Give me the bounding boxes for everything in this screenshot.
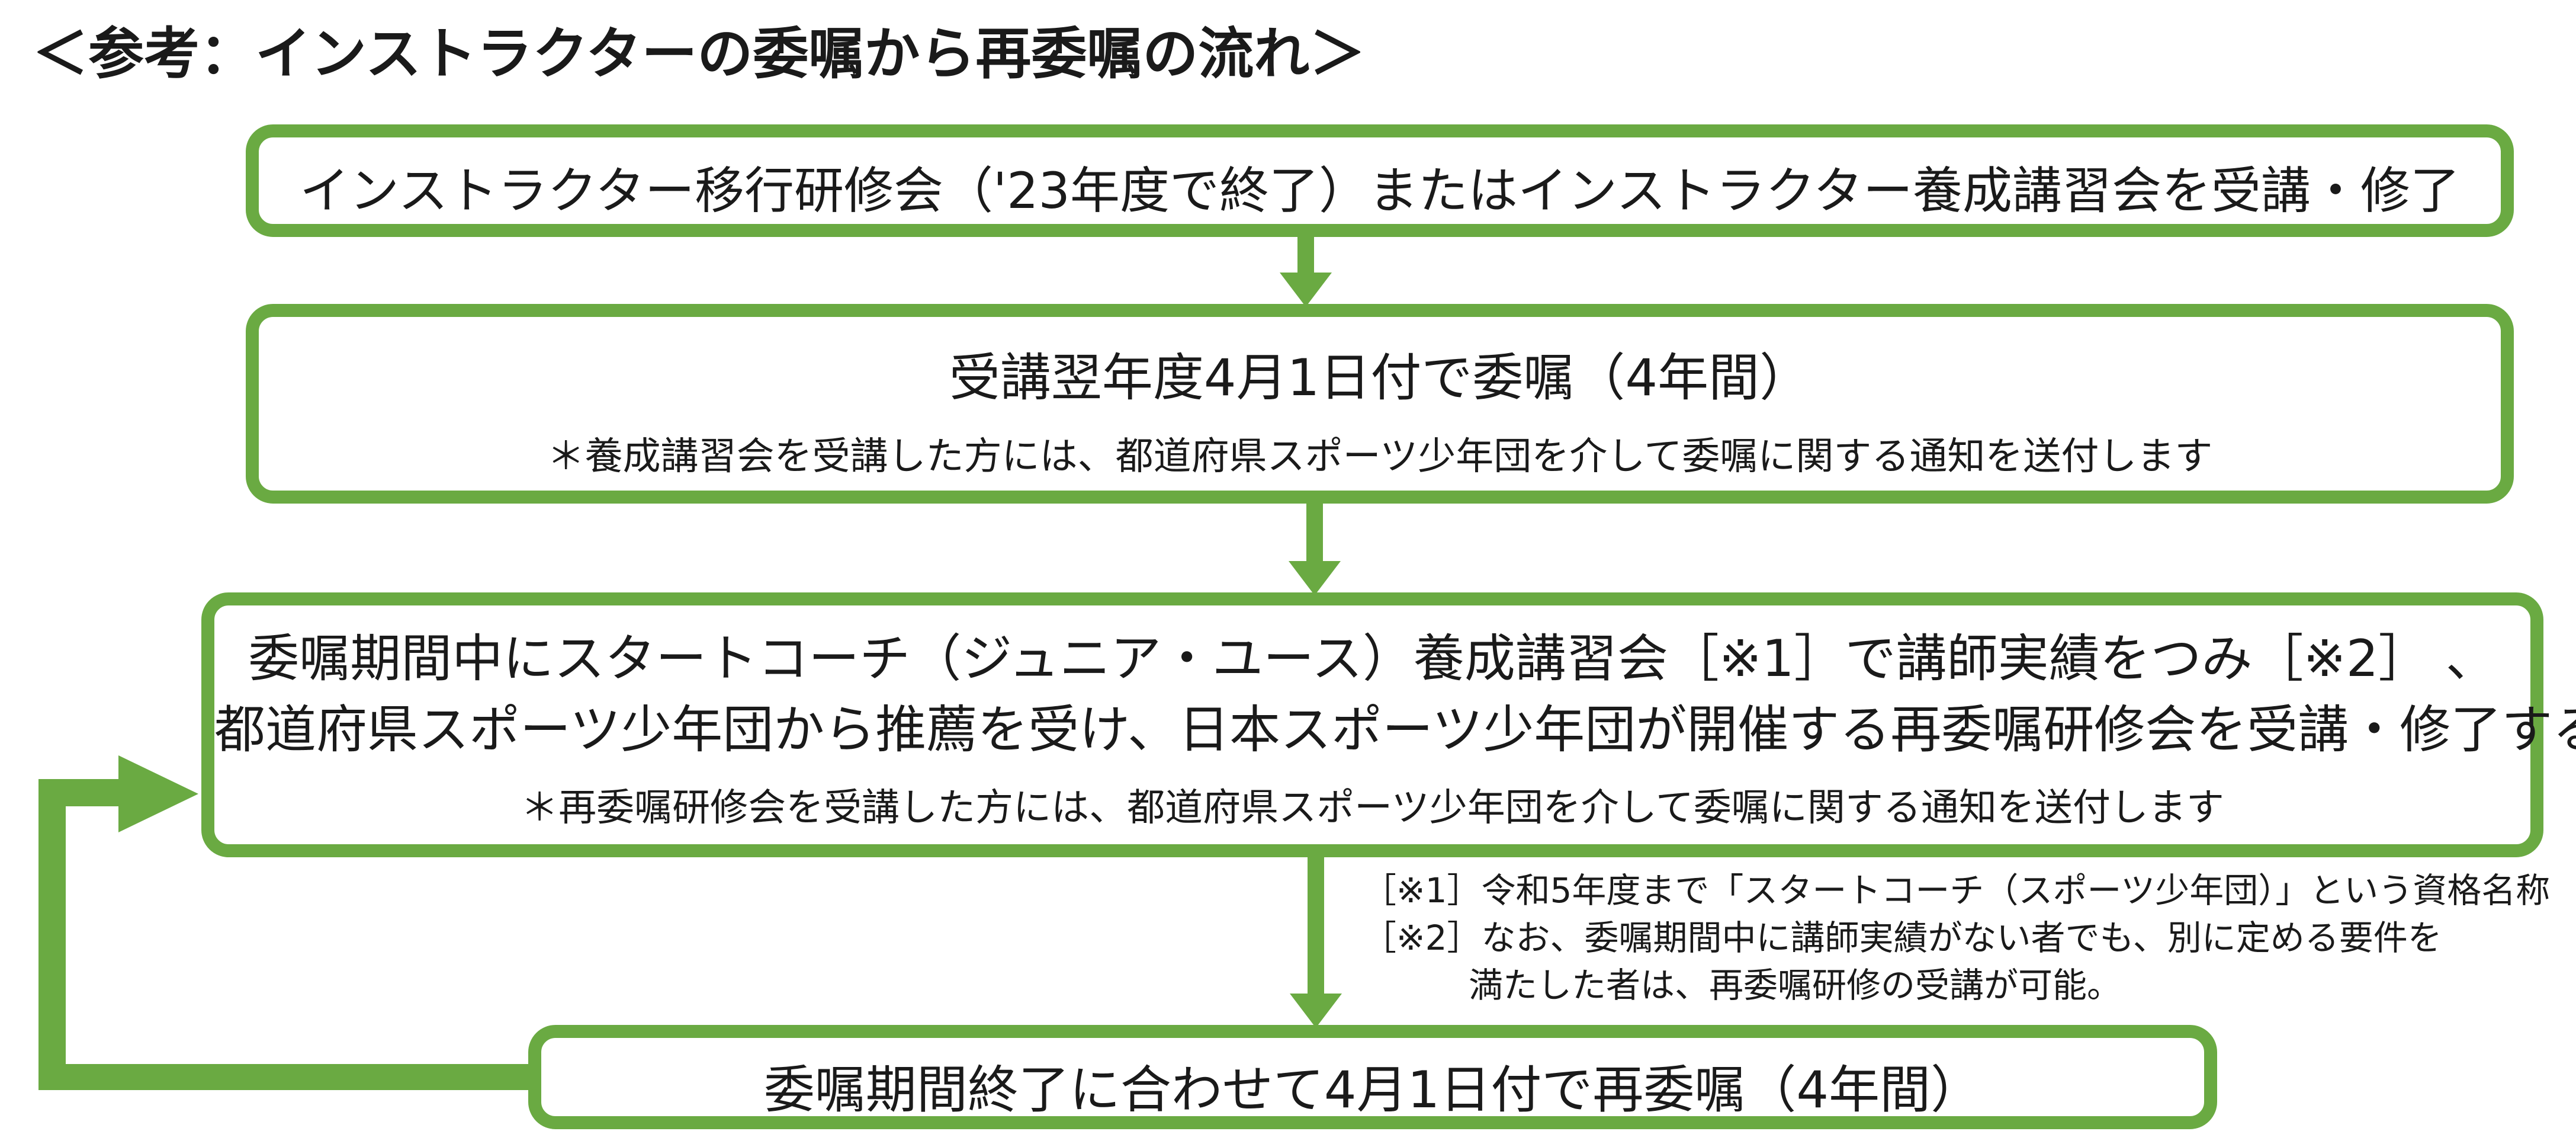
- step-2-text: 受講翌年度4月1日付で委嘱（4年間）: [949, 348, 1811, 408]
- step-4-box: 委嘱期間終了に合わせて4月1日付で再委嘱（4年間）: [528, 1025, 2217, 1129]
- page-title: ＜参考：インストラクターの委嘱から再委嘱の流れ＞: [33, 22, 1366, 86]
- arrow-step-3-to-4: [1290, 854, 1342, 1028]
- step-2-note: ＊養成講習会を受講した方には、都道府県スポーツ少年団を介して委嘱に関する通知を送…: [547, 435, 2213, 479]
- step-1-box: インストラクター移行研修会（'23年度で終了）またはインストラクター養成講習会を…: [246, 124, 2514, 237]
- arrow-step-2-to-3: [1289, 501, 1341, 595]
- step-3-text-line-1: 委嘱期間中にスタートコーチ（ジュニア・ユース）養成講習会［※1］で講師実績をつみ…: [248, 629, 2497, 688]
- step-3-text-line-2: 都道府県スポーツ少年団から推薦を受け、日本スポーツ少年団が開催する再委嘱研修会を…: [214, 700, 2576, 760]
- loop-back-arrow: [38, 755, 533, 1090]
- footnotes: ［※1］令和5年度まで「スタートコーチ（スポーツ少年団）」という資格名称 ［※2…: [1362, 868, 2570, 1016]
- step-3-box: 委嘱期間中にスタートコーチ（ジュニア・ユース）養成講習会［※1］で講師実績をつみ…: [201, 592, 2576, 857]
- footnote-2-continued: 満たした者は、再委嘱研修の受講が可能。: [1469, 965, 2122, 1005]
- footnote-2: ［※2］なお、委嘱期間中に講師実績がない者でも、別に定める要件を: [1362, 918, 2442, 958]
- step-4-text: 委嘱期間終了に合わせて4月1日付で再委嘱（4年間）: [763, 1060, 1982, 1120]
- step-3-note: ＊再委嘱研修会を受講した方には、都道府県スポーツ少年団を介して委嘱に関する通知を…: [521, 786, 2224, 830]
- arrow-step-1-to-2: [1280, 234, 1332, 307]
- footnote-1: ［※1］令和5年度まで「スタートコーチ（スポーツ少年団）」という資格名称: [1362, 870, 2551, 911]
- step-2-box: 受講翌年度4月1日付で委嘱（4年間） ＊養成講習会を受講した方には、都道府県スポ…: [246, 304, 2514, 504]
- step-1-text: インストラクター移行研修会（'23年度で終了）またはインストラクター養成講習会を…: [300, 162, 2460, 220]
